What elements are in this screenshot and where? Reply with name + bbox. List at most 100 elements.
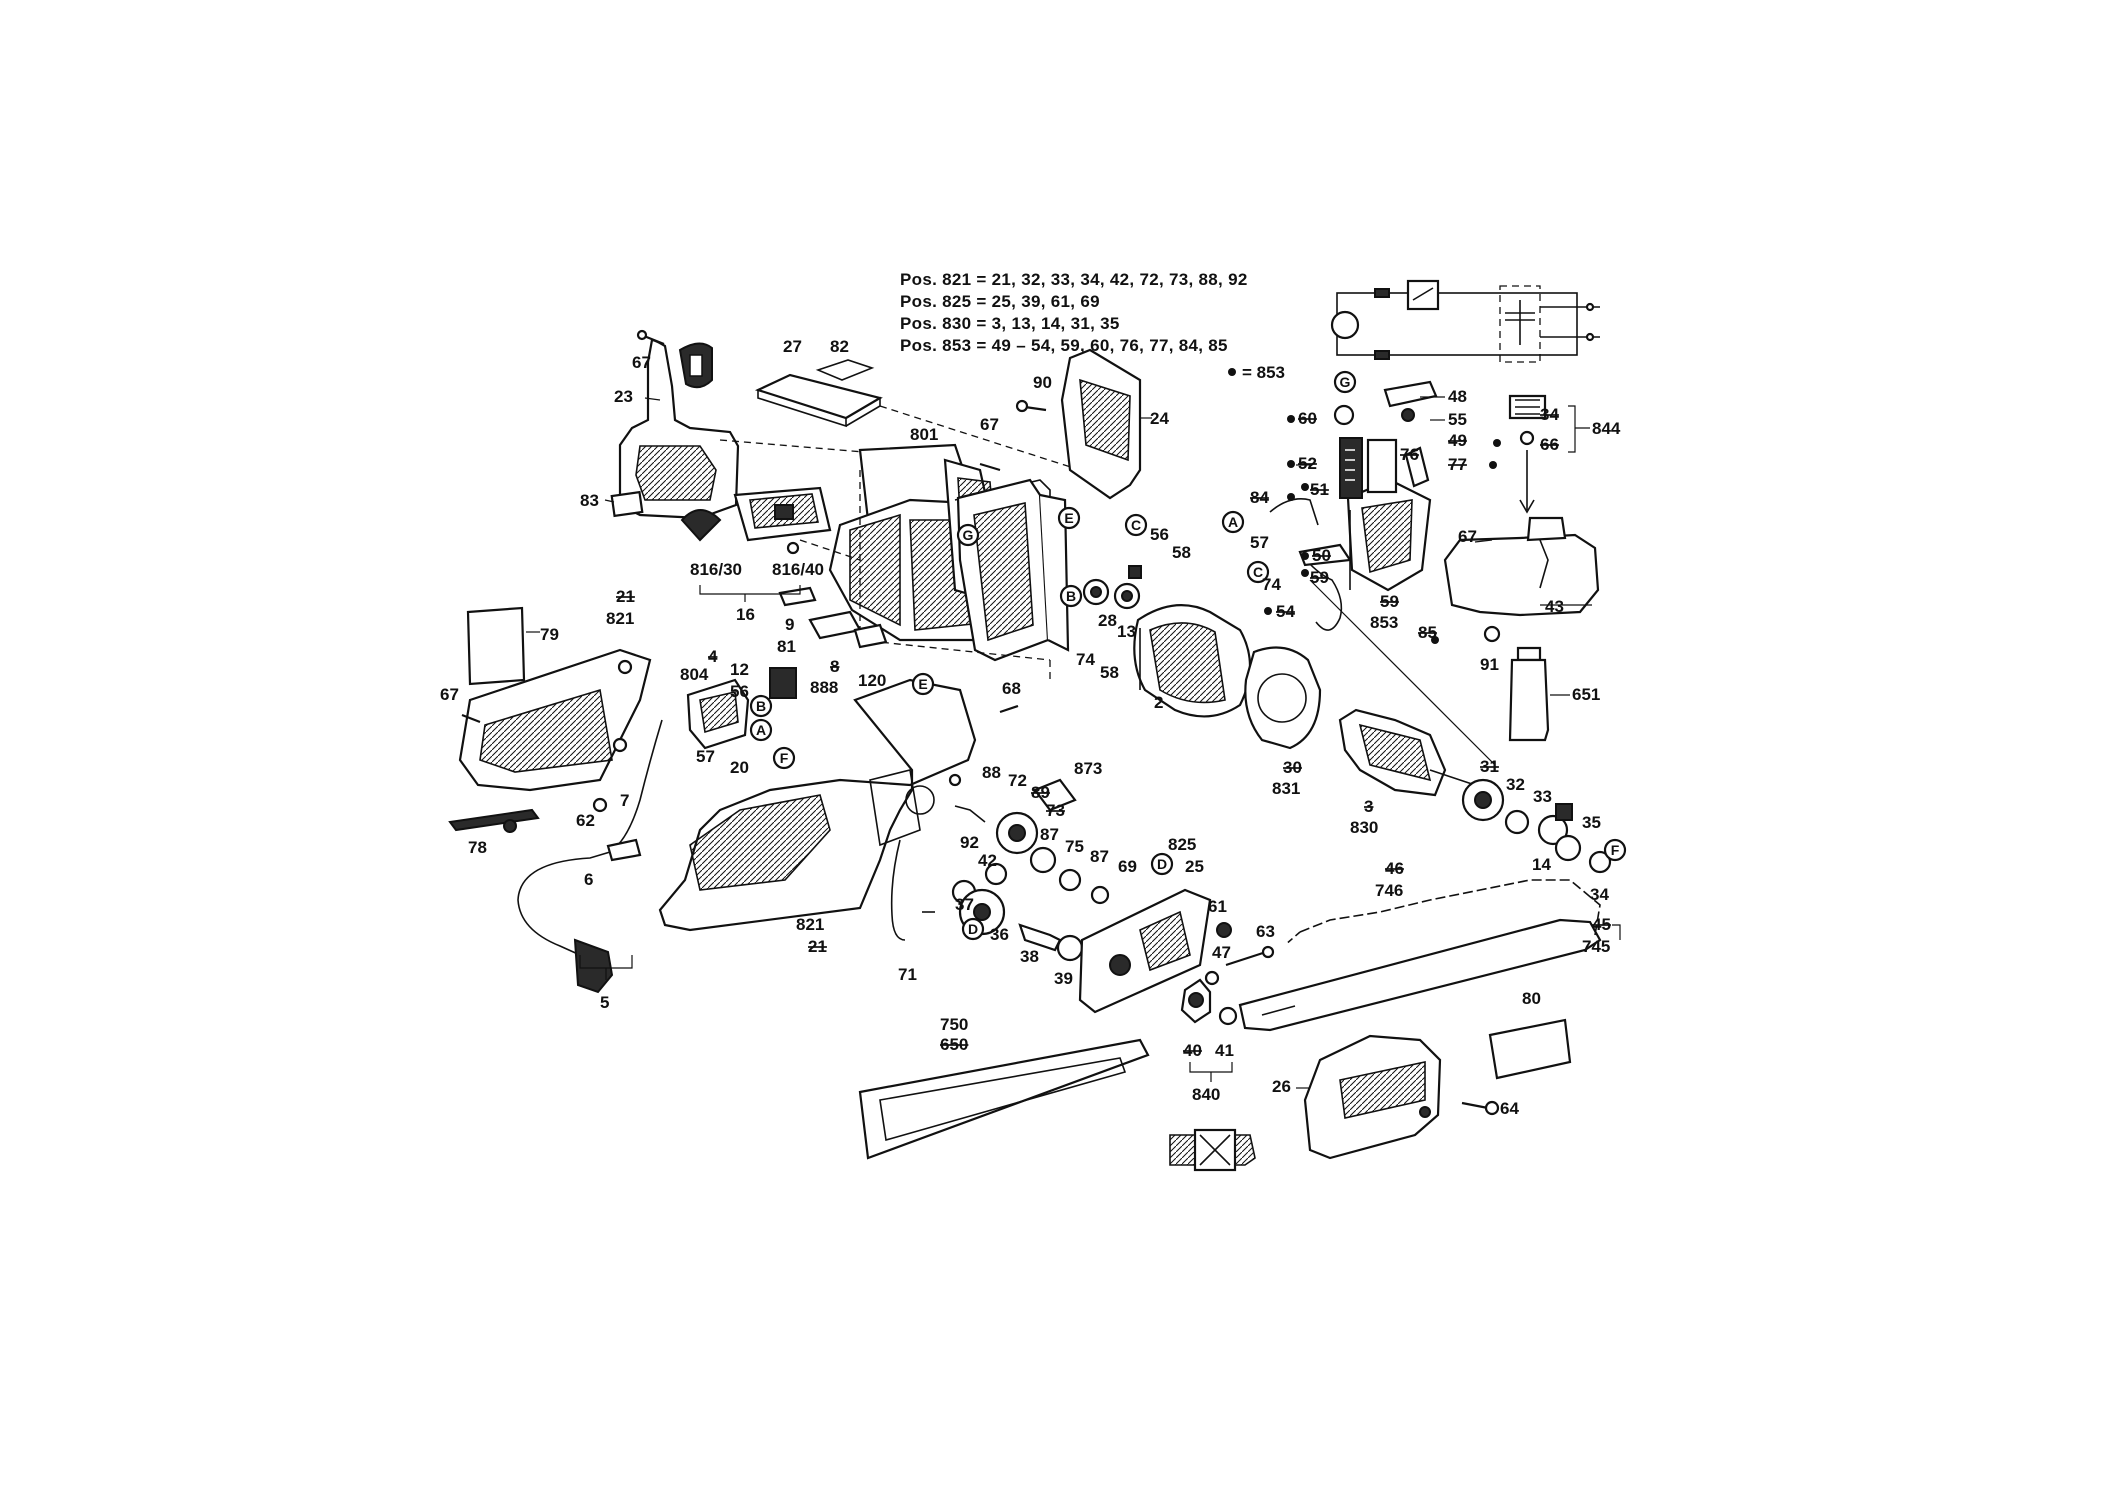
label-59-b-struck: 59 xyxy=(1380,592,1399,611)
label-33: 33 xyxy=(1533,787,1552,806)
label-57-b: 57 xyxy=(1250,533,1269,552)
circle-ref-a-right: A xyxy=(1228,514,1238,530)
label-72: 72 xyxy=(1008,771,1027,790)
label-88: 88 xyxy=(982,763,1001,782)
screw-67-top xyxy=(636,329,665,346)
oil-bottle-651 xyxy=(1508,646,1550,742)
circle-ref-f-left: F xyxy=(780,750,789,766)
label-40-struck: 40 xyxy=(1183,1041,1202,1060)
label-31-struck: 31 xyxy=(1480,757,1499,776)
switch-assembly-816 xyxy=(680,486,832,555)
label-39: 39 xyxy=(1054,969,1073,988)
label-75: 75 xyxy=(1065,837,1084,856)
stator xyxy=(1133,604,1252,718)
label-4-struck: 4 xyxy=(708,647,718,666)
part-labels: 67 23 27 82 83 816/30 816/40 16 21 821 7… xyxy=(440,337,1621,1118)
label-34: 34 xyxy=(1590,885,1609,904)
label-63: 63 xyxy=(1256,922,1275,941)
label-47: 47 xyxy=(1212,943,1231,962)
label-58-b: 58 xyxy=(1100,663,1119,682)
label-79: 79 xyxy=(540,625,559,644)
label-69: 69 xyxy=(1118,857,1137,876)
wiring-schematic xyxy=(1330,279,1600,363)
label-24: 24 xyxy=(1150,409,1169,428)
label-78: 78 xyxy=(468,838,487,857)
chain-guard-26 xyxy=(1303,1034,1442,1160)
chain-plate-825 xyxy=(1078,888,1232,1014)
label-62: 62 xyxy=(576,811,595,830)
label-59-struck: 59 xyxy=(1310,568,1329,587)
screw-67-c xyxy=(979,462,1001,472)
label-816-40: 816/40 xyxy=(772,560,824,579)
label-38: 38 xyxy=(1020,947,1039,966)
main-handle-housing xyxy=(658,678,977,932)
label-87: 87 xyxy=(1040,825,1059,844)
label-21-b-struck: 21 xyxy=(808,937,827,956)
label-25: 25 xyxy=(1185,857,1204,876)
circle-ref-d-mid: D xyxy=(1157,856,1167,872)
washer-91 xyxy=(1483,625,1501,643)
label-51-struck: 51 xyxy=(1310,480,1329,499)
bearings-28-13 xyxy=(1082,565,1142,610)
label-3-struck: 3 xyxy=(1364,797,1373,816)
cover-plate-27 xyxy=(754,373,883,428)
oil-pump-853 xyxy=(1269,380,1438,631)
fan-baffle-30 xyxy=(1244,646,1322,750)
label-821: 821 xyxy=(606,609,634,628)
label-71: 71 xyxy=(898,965,917,984)
label-58: 58 xyxy=(1172,543,1191,562)
switch-804 xyxy=(686,667,797,750)
label-48: 48 xyxy=(1448,387,1467,406)
label-821-b: 821 xyxy=(796,915,824,934)
label-77-struck: 77 xyxy=(1448,455,1467,474)
label-89-struck: 89 xyxy=(1031,783,1050,802)
label-42: 42 xyxy=(978,851,997,870)
clip-62 xyxy=(592,797,608,813)
circle-ref-f-right: F xyxy=(1611,842,1620,858)
pos-853-ref: Pos. 853 = 49 – 54, 59, 60, 76, 77, 84, … xyxy=(900,336,1228,355)
label-41: 41 xyxy=(1215,1041,1234,1060)
circle-ref-b-left: B xyxy=(756,698,766,714)
label-6: 6 xyxy=(584,870,593,889)
bearing-stack xyxy=(1461,778,1612,874)
rear-handle xyxy=(618,338,740,520)
label-92: 92 xyxy=(960,833,979,852)
oil-tank xyxy=(1443,516,1600,617)
label-840: 840 xyxy=(1192,1085,1220,1104)
pad-80 xyxy=(1488,1018,1572,1080)
label-67-mid: 67 xyxy=(980,415,999,434)
label-68: 68 xyxy=(1002,679,1021,698)
label-91: 91 xyxy=(1480,655,1499,674)
label-81: 81 xyxy=(777,637,796,656)
label-5: 5 xyxy=(600,993,609,1012)
label-28: 28 xyxy=(1098,611,1117,630)
legend-dot-ref: = 853 xyxy=(1242,363,1285,382)
guide-bar xyxy=(1238,918,1602,1032)
pad-8 xyxy=(808,610,862,640)
screw-68 xyxy=(999,704,1019,714)
label-745: 745 xyxy=(1582,937,1610,956)
pad-83 xyxy=(610,490,644,518)
dot-markers xyxy=(1264,415,1501,644)
label-20: 20 xyxy=(730,758,749,777)
legend-dot xyxy=(1228,368,1236,376)
screw-67-b xyxy=(461,713,481,724)
circle-callouts: E G C B E B A F D D G A C F xyxy=(749,370,1627,941)
screw-90 xyxy=(1015,399,1047,413)
label-804: 804 xyxy=(680,665,709,684)
label-46-struck: 46 xyxy=(1385,859,1404,878)
label-74-b: 74 xyxy=(1262,575,1281,594)
label-85-struck: 85 xyxy=(1418,623,1437,642)
label-14: 14 xyxy=(1532,855,1551,874)
armature xyxy=(1338,708,1491,797)
label-67: 67 xyxy=(632,353,651,372)
cover-24 xyxy=(1060,348,1142,500)
label-55: 55 xyxy=(1448,410,1467,429)
label-57: 57 xyxy=(696,747,715,766)
label-853: 853 xyxy=(1370,613,1398,632)
label-32: 32 xyxy=(1506,775,1525,794)
label-84-struck: 84 xyxy=(1250,488,1269,507)
label-60-struck: 60 xyxy=(1298,409,1317,428)
label-76-struck: 76 xyxy=(1400,445,1419,464)
